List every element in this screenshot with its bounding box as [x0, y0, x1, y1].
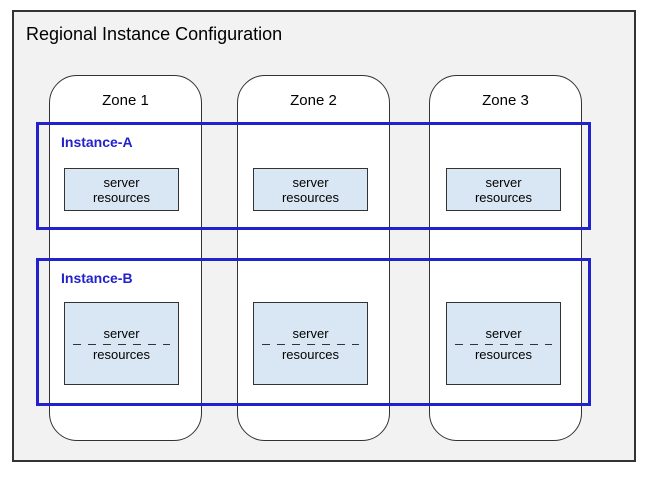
instance-b-label: Instance-B: [61, 270, 133, 286]
server-box-line2: resources: [92, 346, 151, 362]
server-box-line2: resources: [474, 189, 533, 205]
server-box-line1: server: [292, 325, 329, 341]
server-box-line1: server: [485, 325, 522, 341]
server-resources-box-a1: server resources: [64, 168, 179, 211]
server-box-line1: server: [103, 174, 140, 190]
dashed-split-line: [455, 343, 552, 345]
server-box-line1: server: [292, 174, 329, 190]
server-resources-box-a2: server resources: [253, 168, 368, 211]
instance-a-label: Instance-A: [61, 134, 133, 150]
server-box-line1: server: [485, 174, 522, 190]
server-box-line2: resources: [92, 189, 151, 205]
zone-1-label: Zone 1: [102, 92, 149, 109]
dashed-split-line: [73, 343, 170, 345]
server-box-line2: resources: [474, 346, 533, 362]
server-box-line1: server: [103, 325, 140, 341]
dashed-split-line: [262, 343, 359, 345]
instance-a-outline: Instance-A: [36, 122, 591, 230]
server-resources-box-b1: server resources: [64, 302, 179, 385]
server-resources-box-b3: server resources: [446, 302, 561, 385]
diagram-title: Regional Instance Configuration: [26, 24, 283, 44]
server-resources-box-b2: server resources: [253, 302, 368, 385]
server-box-line2: resources: [281, 189, 340, 205]
server-resources-box-a3: server resources: [446, 168, 561, 211]
instance-b-outline: Instance-B: [36, 258, 591, 406]
zone-2-label: Zone 2: [290, 92, 337, 109]
region-container: Regional Instance Configuration Zone 1 Z…: [12, 10, 636, 462]
zone-3-label: Zone 3: [482, 92, 529, 109]
server-box-line2: resources: [281, 346, 340, 362]
